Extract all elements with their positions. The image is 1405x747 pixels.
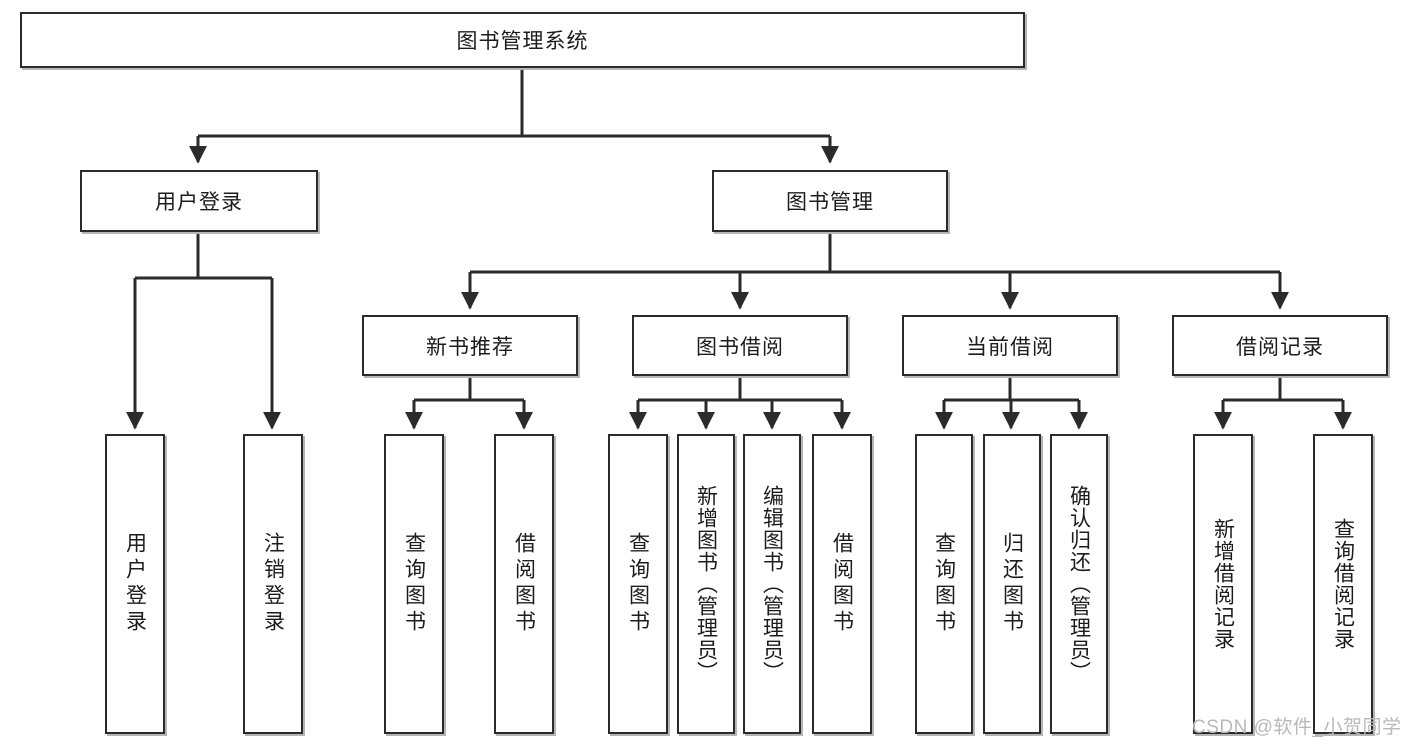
node-new-book-recommend[interactable]: 新书推荐 bbox=[362, 315, 578, 376]
node-new-book-recommend-label: 新书推荐 bbox=[426, 335, 514, 359]
node-book-manage-label: 图书管理 bbox=[786, 191, 874, 214]
node-leaf-add-record-label: 新增借阅记录 bbox=[1211, 518, 1235, 650]
node-book-manage[interactable]: 图书管理 bbox=[712, 170, 948, 232]
node-leaf-edit-book-label: 编辑图书（管理员） bbox=[760, 485, 784, 683]
node-leaf-borrow-book-2[interactable]: 借阅图书 bbox=[812, 434, 872, 734]
node-leaf-user-login[interactable]: 用户登录 bbox=[105, 434, 165, 734]
node-leaf-query-book-2[interactable]: 查询图书 bbox=[608, 434, 668, 734]
node-leaf-user-login-label: 用户登录 bbox=[123, 532, 147, 636]
node-root[interactable]: 图书管理系统 bbox=[20, 12, 1025, 68]
node-user-login[interactable]: 用户登录 bbox=[80, 170, 318, 232]
node-leaf-query-record[interactable]: 查询借阅记录 bbox=[1313, 434, 1373, 734]
node-leaf-add-record[interactable]: 新增借阅记录 bbox=[1193, 434, 1253, 734]
node-borrow-record[interactable]: 借阅记录 bbox=[1172, 315, 1388, 376]
node-user-login-label: 用户登录 bbox=[155, 191, 243, 214]
node-leaf-query-book-1-label: 查询图书 bbox=[402, 532, 426, 636]
node-root-label: 图书管理系统 bbox=[456, 30, 589, 53]
node-leaf-add-book[interactable]: 新增图书（管理员） bbox=[677, 434, 735, 734]
node-leaf-confirm-return-label: 确认归还（管理员） bbox=[1067, 485, 1091, 683]
node-borrow-record-label: 借阅记录 bbox=[1236, 335, 1324, 359]
node-leaf-borrow-book-1-label: 借阅图书 bbox=[512, 532, 536, 636]
node-current-borrow[interactable]: 当前借阅 bbox=[902, 315, 1118, 376]
node-leaf-return-book-label: 归还图书 bbox=[1000, 532, 1024, 636]
node-leaf-query-book-3[interactable]: 查询图书 bbox=[915, 434, 973, 734]
node-leaf-edit-book[interactable]: 编辑图书（管理员） bbox=[743, 434, 801, 734]
node-current-borrow-label: 当前借阅 bbox=[966, 335, 1054, 359]
node-leaf-add-book-label: 新增图书（管理员） bbox=[694, 485, 718, 683]
node-leaf-query-book-3-label: 查询图书 bbox=[932, 532, 956, 636]
node-leaf-user-logout[interactable]: 注销登录 bbox=[243, 434, 303, 734]
node-leaf-confirm-return[interactable]: 确认归还（管理员） bbox=[1050, 434, 1108, 734]
node-leaf-query-book-1[interactable]: 查询图书 bbox=[384, 434, 444, 734]
node-book-borrow[interactable]: 图书借阅 bbox=[632, 315, 848, 376]
node-leaf-borrow-book-2-label: 借阅图书 bbox=[830, 532, 854, 636]
node-leaf-return-book[interactable]: 归还图书 bbox=[983, 434, 1041, 734]
node-leaf-borrow-book-1[interactable]: 借阅图书 bbox=[494, 434, 554, 734]
node-leaf-user-logout-label: 注销登录 bbox=[261, 532, 285, 636]
node-leaf-query-record-label: 查询借阅记录 bbox=[1331, 518, 1355, 650]
node-book-borrow-label: 图书借阅 bbox=[696, 335, 784, 359]
node-leaf-query-book-2-label: 查询图书 bbox=[626, 532, 650, 636]
